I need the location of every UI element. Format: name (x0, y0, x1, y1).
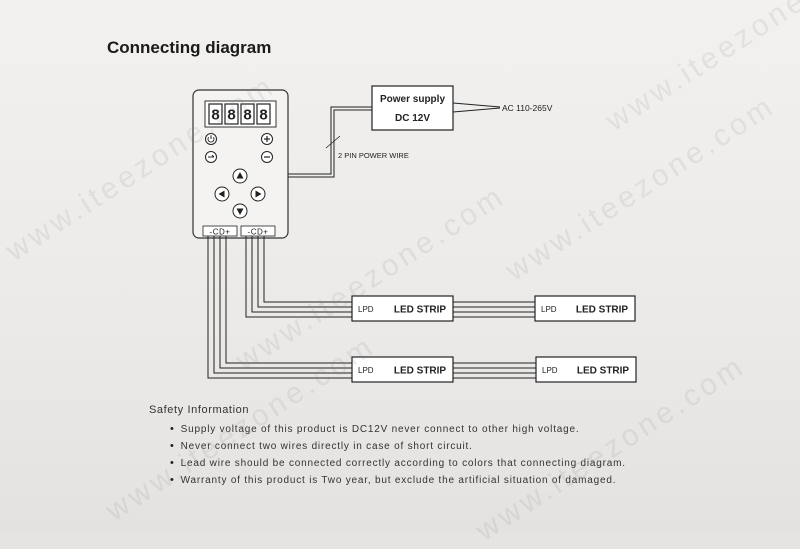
controller: 8 8 8 8 (192, 89, 289, 239)
strip-label: LED STRIP (577, 366, 630, 377)
display-digit: 8 (243, 107, 251, 124)
strip-tag: LPD (358, 305, 374, 314)
display-digit: 8 (211, 107, 219, 124)
safety-item: Warranty of this product is Two year, bu… (170, 472, 626, 489)
display-digit-frame (208, 103, 223, 125)
minus-icon[interactable] (261, 151, 273, 163)
led-strip: LPD LED STRIP (351, 295, 454, 322)
power-wire-label: 2 PIN POWER WIRE (338, 151, 409, 160)
menu-icon[interactable] (205, 151, 217, 163)
safety-item: Lead wire should be connected correctly … (170, 455, 626, 472)
power-wire: 2 PIN POWER WIRE (288, 106, 409, 178)
up-arrow-icon[interactable] (232, 168, 248, 184)
safety-item: Supply voltage of this product is DC12V … (170, 421, 626, 438)
power-supply-label: Power supply (380, 94, 445, 105)
strip-label: LED STRIP (576, 305, 629, 316)
power-icon[interactable] (205, 133, 217, 145)
right-arrow-icon[interactable] (250, 186, 266, 202)
safety-title: Safety Information (149, 404, 250, 416)
ac-input-wire (452, 107, 501, 113)
port-label: -CD+ (210, 228, 231, 237)
display-digits: 8 8 8 8 (208, 103, 271, 125)
display-digit-frame (224, 103, 239, 125)
power-wire-line (288, 106, 372, 175)
power-wire-line (288, 109, 372, 178)
ac-input-wire (452, 102, 501, 108)
left-arrow-icon[interactable] (214, 186, 230, 202)
strip-label: LED STRIP (394, 366, 447, 377)
page-title: Connecting diagram (107, 38, 272, 57)
display-digit-frame (256, 103, 271, 125)
power-supply-voltage: DC 12V (395, 113, 430, 124)
safety-item: Never connect two wires directly in case… (170, 438, 626, 455)
wire-leader (325, 135, 341, 149)
led-strip: LPD LED STRIP (535, 356, 637, 383)
plus-icon[interactable] (261, 133, 273, 145)
led-strip: LPD LED STRIP (534, 295, 636, 322)
strip-label: LED STRIP (394, 305, 447, 316)
display-digit-frame (240, 103, 255, 125)
display-digit: 8 (227, 107, 235, 124)
strip-tag: LPD (541, 305, 557, 314)
led-strip: LPD LED STRIP (351, 356, 454, 383)
down-arrow-icon[interactable] (232, 203, 248, 219)
power-supply: Power supply DC 12V AC 110-265V (371, 85, 553, 131)
power-supply-box (371, 85, 454, 131)
strip-tag: LPD (358, 366, 374, 375)
ac-input-label: AC 110-265V (502, 103, 553, 113)
output-wires (207, 236, 536, 379)
connecting-diagram: 8 8 8 8 (192, 85, 637, 383)
display-digit: 8 (259, 107, 267, 124)
strip-tag: LPD (542, 366, 558, 375)
port-label: -CD+ (248, 228, 269, 237)
safety-list: Supply voltage of this product is DC12V … (170, 421, 626, 489)
